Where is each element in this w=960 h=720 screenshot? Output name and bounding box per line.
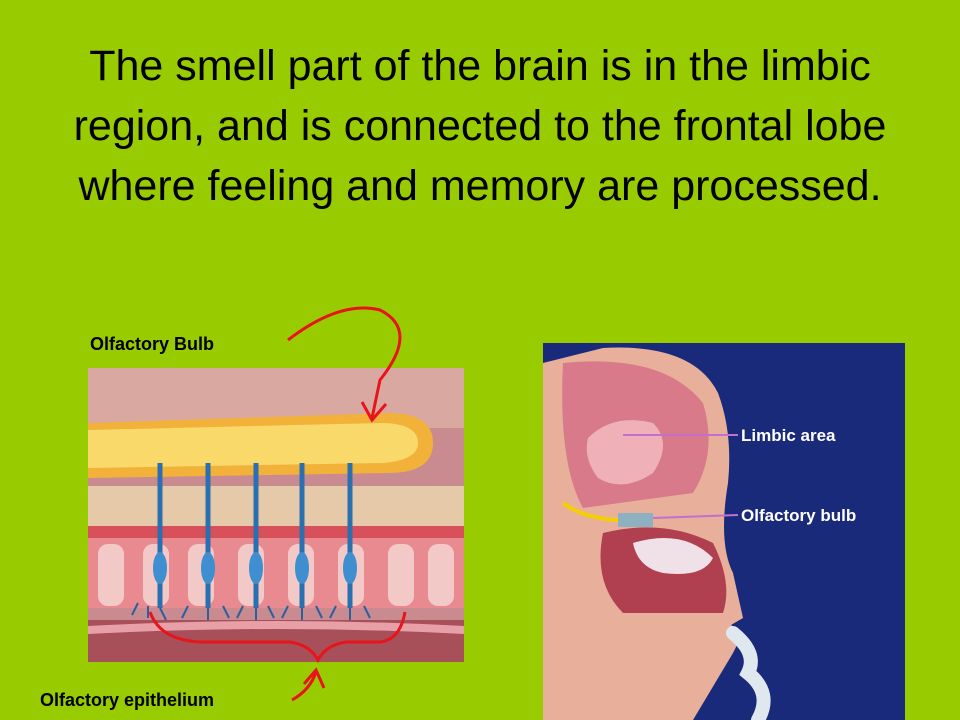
slide-title: The smell part of the brain is in the li… (73, 42, 887, 210)
arrow-to-epithelium-icon (291, 671, 318, 702)
head-cross-section-illustration: Limbic area Olfactory bulb (543, 343, 905, 720)
olfactory-bulb-side-label: Olfactory bulb (741, 506, 856, 525)
olfactory-bulb-label: Olfactory Bulb (90, 334, 215, 354)
limbic-area-label: Limbic area (741, 426, 836, 445)
olfactory-epithelium-label: Olfactory epithelium (40, 690, 215, 710)
arrowhead-epithelium-icon (302, 667, 326, 689)
olfactory-epithelium-illustration (88, 368, 464, 662)
